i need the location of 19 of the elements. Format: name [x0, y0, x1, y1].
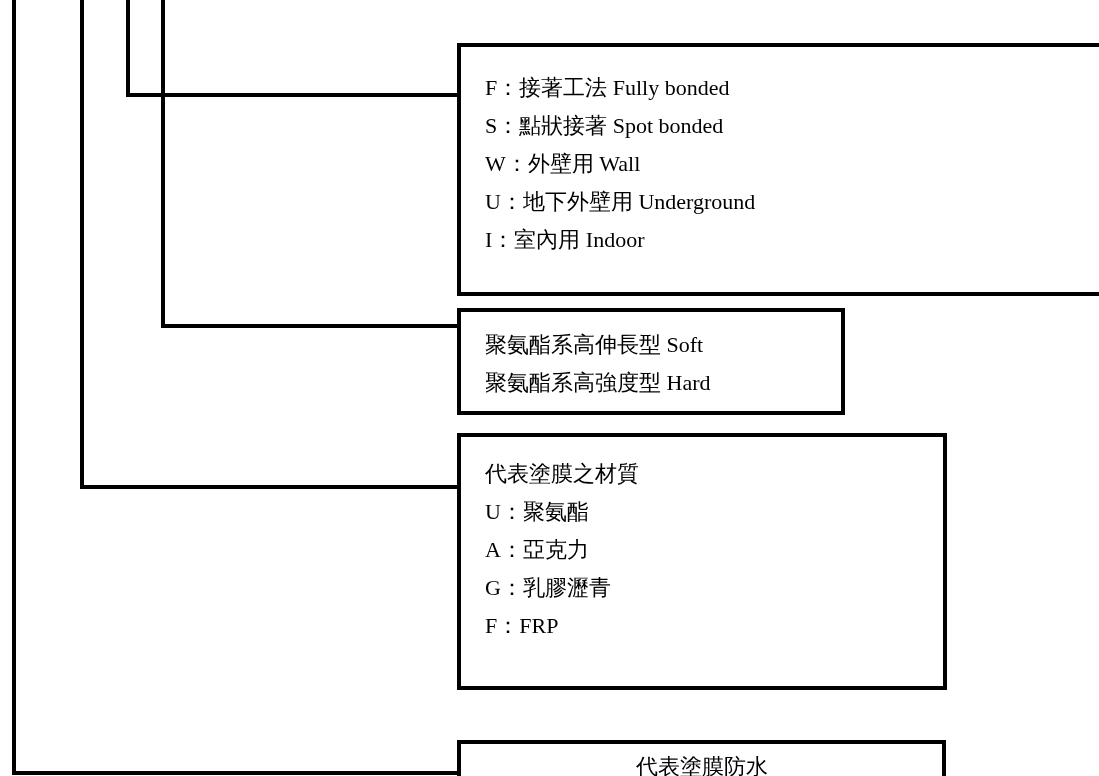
leader-line	[12, 0, 457, 775]
code-description: G：乳膠瀝青	[485, 574, 611, 602]
code-description: 聚氨酯系高伸長型 Soft	[485, 331, 704, 359]
code-description: 聚氨酯系高強度型 Hard	[485, 369, 711, 397]
label-box	[457, 43, 1099, 296]
code-description: F：接著工法 Fully bonded	[485, 74, 730, 102]
leader-line	[161, 0, 457, 328]
code-description: U：地下外壁用 Underground	[485, 188, 756, 216]
code-description: A：亞克力	[485, 536, 589, 564]
code-description: F：FRP	[485, 612, 559, 640]
leader-line	[80, 0, 457, 489]
code-description: W：外壁用 Wall	[485, 150, 641, 178]
code-description: U：聚氨酯	[485, 498, 589, 526]
code-description: I：室內用 Indoor	[485, 226, 645, 254]
code-description: 代表塗膜之材質	[485, 460, 639, 488]
label-box	[457, 433, 947, 690]
code-description: S：點狀接著 Spot bonded	[485, 112, 724, 140]
label-box	[457, 308, 845, 415]
leader-line	[126, 0, 457, 97]
